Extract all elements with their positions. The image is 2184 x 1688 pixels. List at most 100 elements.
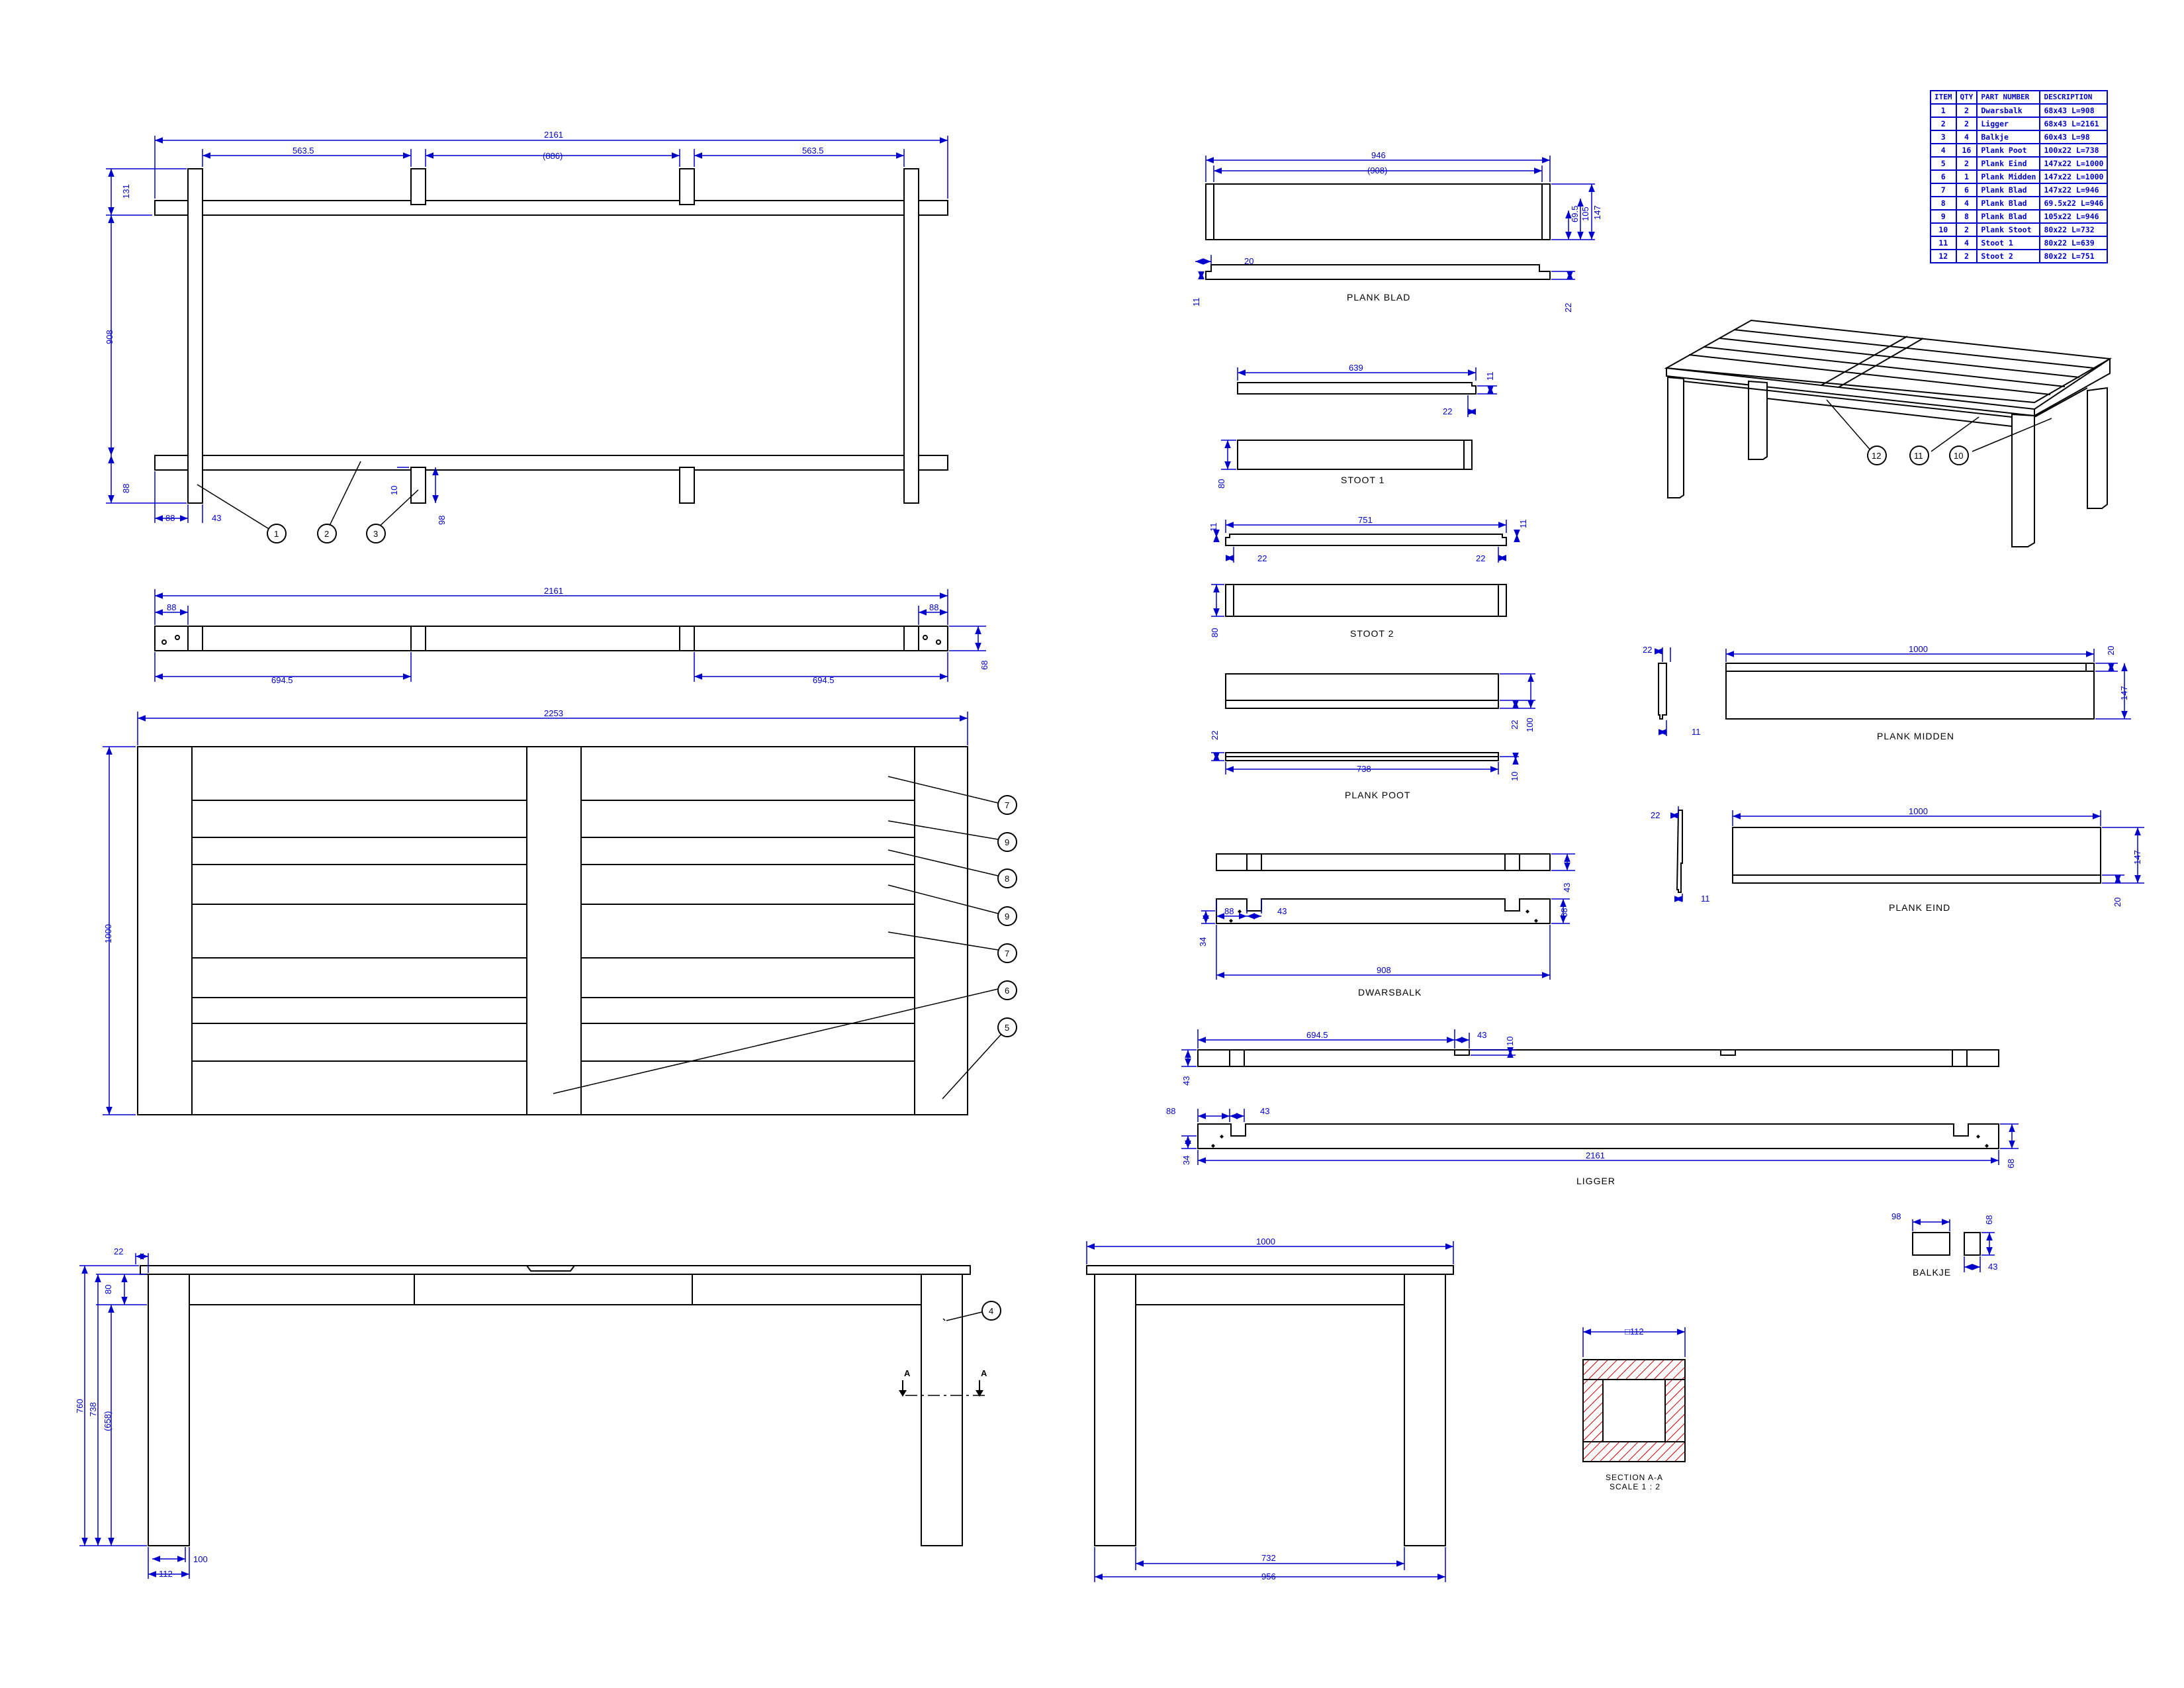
plank-eind-detail: PLANK EIND 22 11 1000 147 20 — [1651, 806, 2144, 913]
balloon-1: 1 — [274, 529, 279, 539]
dim-db-34: 34 — [1198, 937, 1208, 947]
dim-end-1000: 1000 — [1256, 1237, 1275, 1246]
bom-header-item: ITEM — [1930, 90, 1957, 105]
bom-desc: 69.5x22 L=946 — [2039, 196, 2109, 211]
dim-lg-43b: 43 — [1181, 1076, 1191, 1086]
dim-pp-10: 10 — [1510, 772, 1520, 781]
frame-top-view: 2161 563.5 (886) 563.5 131 908 88 88 43 … — [105, 130, 948, 543]
dim-frame-88: 88 — [121, 484, 131, 493]
plank-poot-detail: PLANK POOT 22 100 22 738 10 — [1210, 673, 1535, 800]
dim-front-760: 760 — [75, 1399, 85, 1413]
bom-qty: 2 — [1955, 156, 1978, 171]
dim-lg-43a: 43 — [1477, 1030, 1486, 1040]
bom-qty: 4 — [1955, 236, 1978, 250]
dim-side-68: 68 — [979, 661, 989, 670]
dim-lg-10: 10 — [1505, 1037, 1515, 1046]
plank-midden-detail: PLANK MIDDEN 22 11 1000 20 147 — [1643, 644, 2131, 741]
bom-part: Plank Midden — [1976, 169, 2041, 184]
dim-frame-43: 43 — [212, 513, 221, 523]
plank-blad-detail: PLANK BLAD 946 (908) 69.5 105 147 20 11 … — [1191, 150, 1602, 312]
dim-lg-694: 694.5 — [1306, 1030, 1328, 1040]
dim-side-694a: 694.5 — [271, 675, 293, 685]
bom-item: 8 — [1930, 196, 1957, 211]
balloon-11: 11 — [1914, 451, 1923, 461]
bom-desc: 68x43 L=908 — [2039, 103, 2109, 118]
bom-item: 10 — [1930, 222, 1957, 237]
dim-bk-68: 68 — [1984, 1215, 1994, 1225]
dim-pp-100: 100 — [1525, 718, 1535, 732]
dim-section-112: □112 — [1625, 1327, 1644, 1336]
ligger-detail: LIGGER 694.5 43 10 43 88 43 34 2161 68 — [1166, 1029, 2019, 1186]
label-stoot1: STOOT 1 — [1341, 475, 1385, 485]
dim-end-956: 956 — [1261, 1571, 1276, 1581]
dim-pp-738: 738 — [1357, 764, 1371, 774]
bom-part: Plank Blad — [1976, 209, 2041, 224]
dim-pm-20: 20 — [2106, 646, 2116, 655]
bom-desc: 80x22 L=639 — [2039, 236, 2109, 250]
bom-item: 7 — [1930, 183, 1957, 197]
bom-desc: 147x22 L=946 — [2039, 183, 2109, 197]
bom-qty: 4 — [1955, 196, 1978, 211]
dim-side-694b: 694.5 — [813, 675, 835, 685]
bom-item: 6 — [1930, 169, 1957, 184]
bom-part: Stoot 1 — [1976, 236, 2041, 250]
bom-part: Plank Stoot — [1976, 222, 2041, 237]
dim-pe-11: 11 — [1701, 894, 1710, 904]
end-elevation: 1000 732 956 — [1086, 1237, 1454, 1582]
dim-s2-11b: 11 — [1518, 520, 1528, 529]
label-balkje: BALKJE — [1913, 1267, 1951, 1278]
dim-top-length: 2253 — [544, 708, 563, 718]
bom-qty: 2 — [1955, 117, 1978, 131]
dim-frame-98: 98 — [437, 516, 447, 525]
dim-pm-11: 11 — [1692, 727, 1701, 737]
dim-side-length: 2161 — [544, 586, 563, 596]
dim-pb-105: 105 — [1580, 207, 1590, 221]
dim-s2-22b: 22 — [1476, 553, 1485, 563]
label-plank-midden: PLANK MIDDEN — [1877, 731, 1954, 741]
section-title: SECTION A-A — [1606, 1473, 1663, 1482]
dim-bk-98: 98 — [1891, 1211, 1901, 1221]
bom-item: 3 — [1930, 130, 1957, 144]
balloon-8a: 8 — [1005, 874, 1009, 884]
dim-front-22: 22 — [114, 1246, 123, 1256]
dwarsbalk-detail: DWARSBALK 43 88 43 68 34 908 — [1198, 853, 1575, 998]
bom-desc: 80x22 L=732 — [2039, 222, 2109, 237]
isometric-table-view: 12 11 10 — [1664, 319, 2113, 547]
dim-lg-88: 88 — [1166, 1106, 1175, 1116]
dim-pb-22: 22 — [1563, 303, 1573, 312]
dim-front-80: 80 — [103, 1285, 113, 1294]
balloon-4: 4 — [989, 1306, 993, 1316]
dim-lg-2161: 2161 — [1586, 1150, 1605, 1160]
bom-desc: 80x22 L=751 — [2039, 249, 2109, 263]
label-plank-eind: PLANK EIND — [1889, 902, 1950, 913]
dim-db-68: 68 — [1559, 908, 1569, 917]
dim-s2-80: 80 — [1210, 628, 1220, 637]
dim-pb-946: 946 — [1371, 150, 1386, 160]
balloon-2: 2 — [324, 529, 329, 539]
bom-header-description: DESCRIPTION — [2039, 90, 2109, 105]
balloon-7b: 7 — [1005, 949, 1009, 959]
label-ligger: LIGGER — [1576, 1176, 1615, 1186]
section-a-a: □112 SECTION A-A SCALE 1 : 2 — [1582, 1327, 1686, 1491]
bom-qty: 16 — [1955, 143, 1978, 158]
bom-part: Stoot 2 — [1976, 249, 2041, 263]
dim-pp-22b: 22 — [1210, 731, 1220, 740]
bom-header-row: ITEM QTY PART NUMBER DESCRIPTION — [1930, 90, 2109, 105]
bom-item: 4 — [1930, 143, 1957, 158]
bom-part: Ligger — [1976, 117, 2041, 131]
balloon-5: 5 — [1005, 1023, 1009, 1033]
bom-desc: 147x22 L=1000 — [2039, 156, 2109, 171]
dim-frame-10: 10 — [389, 486, 399, 495]
dim-s1-11: 11 — [1485, 372, 1495, 381]
bom-qty: 1 — [1955, 169, 1978, 184]
side-beam-view: 2161 88 88 694.5 694.5 68 — [154, 586, 989, 685]
